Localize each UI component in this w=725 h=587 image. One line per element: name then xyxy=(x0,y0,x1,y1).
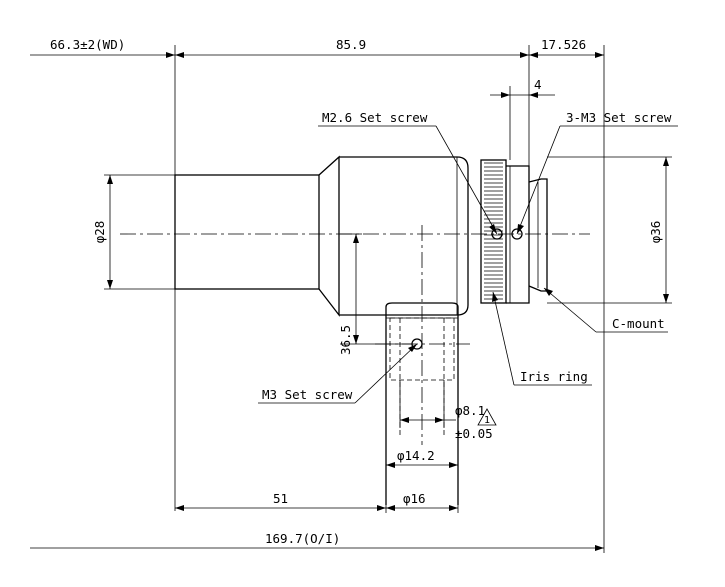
revision-mark: 1 xyxy=(477,408,497,426)
inner-port-tol-label: ±0.05 xyxy=(455,426,493,441)
dimension-lines xyxy=(30,52,669,551)
port-position-label: 51 xyxy=(273,491,288,506)
port-bore-label: φ14.2 xyxy=(397,448,435,463)
m3x3-screw-label: 3-M3 Set screw xyxy=(566,110,672,125)
overall-length-label: 169.7(O/I) xyxy=(265,531,340,546)
port-od-label: φ16 xyxy=(403,491,426,506)
front-diameter-label: φ28 xyxy=(92,221,107,244)
revision-number: 1 xyxy=(484,415,490,426)
leader-lines xyxy=(258,125,678,404)
iris-ring-label: Iris ring xyxy=(520,369,588,384)
inner-port-label: φ8.1 xyxy=(455,403,485,418)
wd-label: 66.3±2(WD) xyxy=(50,37,125,52)
c-mount-label: C-mount xyxy=(612,316,665,331)
m26-screw-label: M2.6 Set screw xyxy=(322,110,428,125)
screw-offset-label: 4 xyxy=(534,77,542,92)
lens-body xyxy=(174,155,548,505)
body-diameter-label: φ36 xyxy=(648,221,663,244)
m3-screw-label: M3 Set screw xyxy=(262,387,353,402)
callout-labels: M2.6 Set screw 3-M3 Set screw C-mount Ir… xyxy=(262,110,672,402)
mount-offset-label: 17.526 xyxy=(541,37,586,52)
port-height-label: 36.5 xyxy=(338,325,353,355)
extension-lines xyxy=(104,45,672,553)
length-label: 85.9 xyxy=(336,37,366,52)
dimension-labels: 66.3±2(WD) 85.9 17.526 4 φ28 φ36 36.5 φ8… xyxy=(50,37,663,546)
